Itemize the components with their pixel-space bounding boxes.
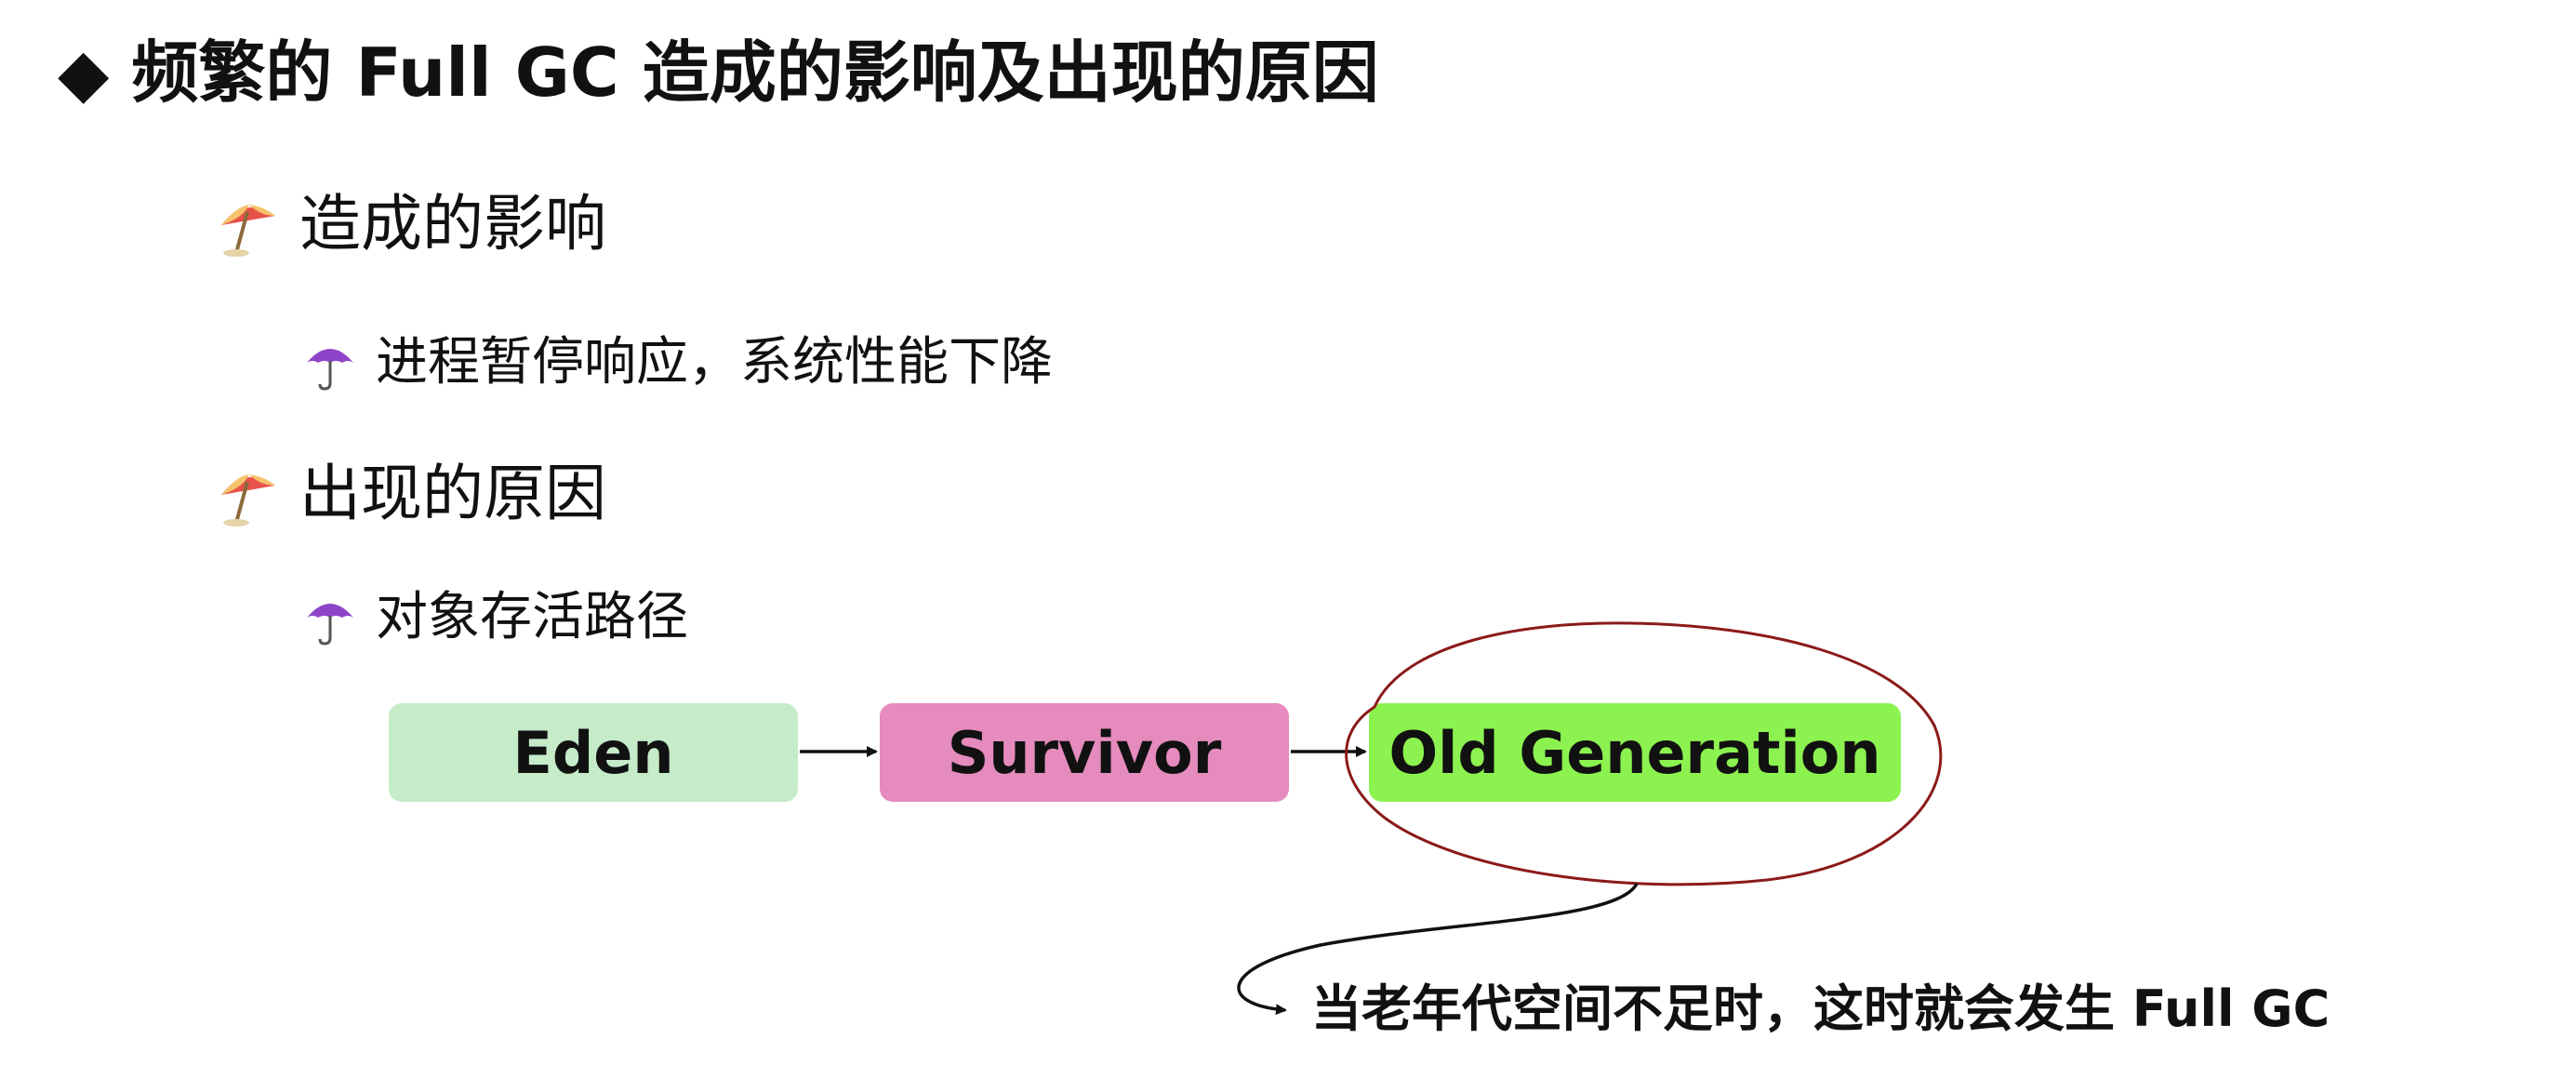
cause-item: 对象存活路径 — [303, 580, 688, 655]
impact-item-text: 进程暂停响应，系统性能下降 — [376, 332, 1053, 393]
umbrella-icon — [307, 348, 353, 391]
impact-item: 进程暂停响应，系统性能下降 — [303, 326, 1053, 400]
section-heading-cause: 出现的原因 — [216, 452, 606, 536]
beach-umbrella-icon — [221, 473, 275, 526]
callout-arrow — [1237, 883, 1639, 1016]
section-heading-text: 造成的影响 — [299, 188, 606, 260]
section-heading-text: 出现的原因 — [299, 458, 606, 529]
eden-label: Eden — [512, 718, 674, 787]
beach-umbrella-icon — [221, 204, 275, 257]
highlight-ellipse — [1345, 621, 1943, 886]
survivor-label: Survivor — [947, 718, 1222, 787]
full-gc-note: 当老年代空间不足时，这时就会发生 Full GC — [1311, 979, 2330, 1038]
old-generation-label: Old Generation — [1388, 718, 1881, 787]
diamond-bullet-icon: ◆ — [58, 33, 110, 112]
cause-item-text: 对象存活路径 — [376, 587, 688, 647]
eden-box: Eden — [389, 703, 798, 802]
section-heading-impact: 造成的影响 — [216, 182, 606, 266]
umbrella-icon — [307, 603, 353, 646]
slide-title-text: 频繁的 Full GC 造成的影响及出现的原因 — [131, 33, 1379, 112]
old-generation-box: Old Generation — [1369, 703, 1901, 802]
slide-title: ◆ 频繁的 Full GC 造成的影响及出现的原因 — [58, 26, 1379, 119]
survivor-box: Survivor — [880, 703, 1289, 802]
